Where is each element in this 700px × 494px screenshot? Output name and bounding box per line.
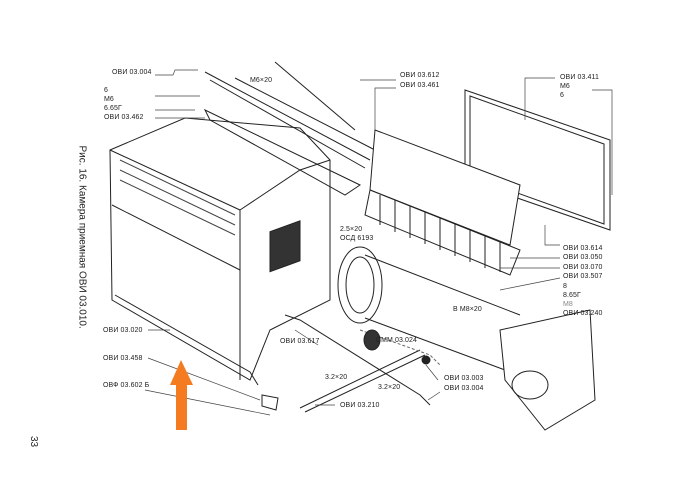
part-label: М6×20 xyxy=(250,77,273,84)
part-label: ОВИ 03.003 xyxy=(444,375,484,382)
bent-rod xyxy=(284,314,431,406)
deflector xyxy=(369,129,521,246)
gear-part xyxy=(363,329,381,351)
part-label: СММ 03.024 xyxy=(376,337,417,344)
side-strip xyxy=(203,108,362,196)
part-label: М8 xyxy=(563,301,573,308)
part-label: ОСД 6193 xyxy=(340,235,374,242)
part-label: ОВИ 03.050 xyxy=(563,254,603,261)
bracket xyxy=(261,394,279,411)
part-label: ОВФ 03.602 Б xyxy=(103,382,150,389)
part-label: ОВИ 03.004 xyxy=(444,385,484,392)
part-label: М6 xyxy=(104,96,114,103)
orange-arrow xyxy=(170,360,193,430)
part-label: 8.65Г xyxy=(563,292,581,299)
part-label: ОВИ 03.004 xyxy=(112,69,152,76)
part-label: ОВИ 03.462 xyxy=(104,114,144,121)
part-label: В М8×20 xyxy=(453,306,482,313)
part-label: ОВИ 03.411 xyxy=(560,74,599,81)
part-label: ОВИ 03.614 xyxy=(563,245,603,252)
part-label: ОВИ 03.612 xyxy=(400,72,440,79)
page-number: 33 xyxy=(28,435,40,448)
bolt-rod xyxy=(299,349,426,413)
part-label: 6 xyxy=(560,92,564,99)
knob xyxy=(421,355,431,365)
figure-caption: Рис. 16. Камера приемная ОВИ 03.010. xyxy=(76,145,88,329)
part-label: ОВИ 03.070 xyxy=(563,264,603,271)
part-label: ОВИ 03.240 xyxy=(563,310,603,317)
rods xyxy=(204,61,376,169)
part-label: 2.5×20 xyxy=(340,226,363,233)
auger-pipe xyxy=(337,246,521,371)
part-label: М6 xyxy=(560,83,570,90)
cover-panel xyxy=(464,89,611,231)
part-label: ОВИ 03.458 xyxy=(103,355,143,362)
outlet-box xyxy=(499,309,596,431)
part-label: ОВИ 03.020 xyxy=(103,327,143,334)
part-label: ОВИ 03.210 xyxy=(340,402,380,409)
part-label: ОВИ 03.461 xyxy=(400,82,440,89)
part-label: ОВИ 03.617 xyxy=(280,338,320,345)
part-label: 3.2×20 xyxy=(325,374,348,381)
part-label: ОВИ 03.507 xyxy=(563,273,603,280)
part-label: 6.65Г xyxy=(104,105,122,112)
part-label: 3.2×20 xyxy=(378,384,401,391)
receiving-chamber-housing xyxy=(109,117,331,386)
grate xyxy=(364,189,521,276)
part-label: 8 xyxy=(563,283,567,290)
leader-lines xyxy=(144,69,613,416)
part-label: 6 xyxy=(104,87,108,94)
